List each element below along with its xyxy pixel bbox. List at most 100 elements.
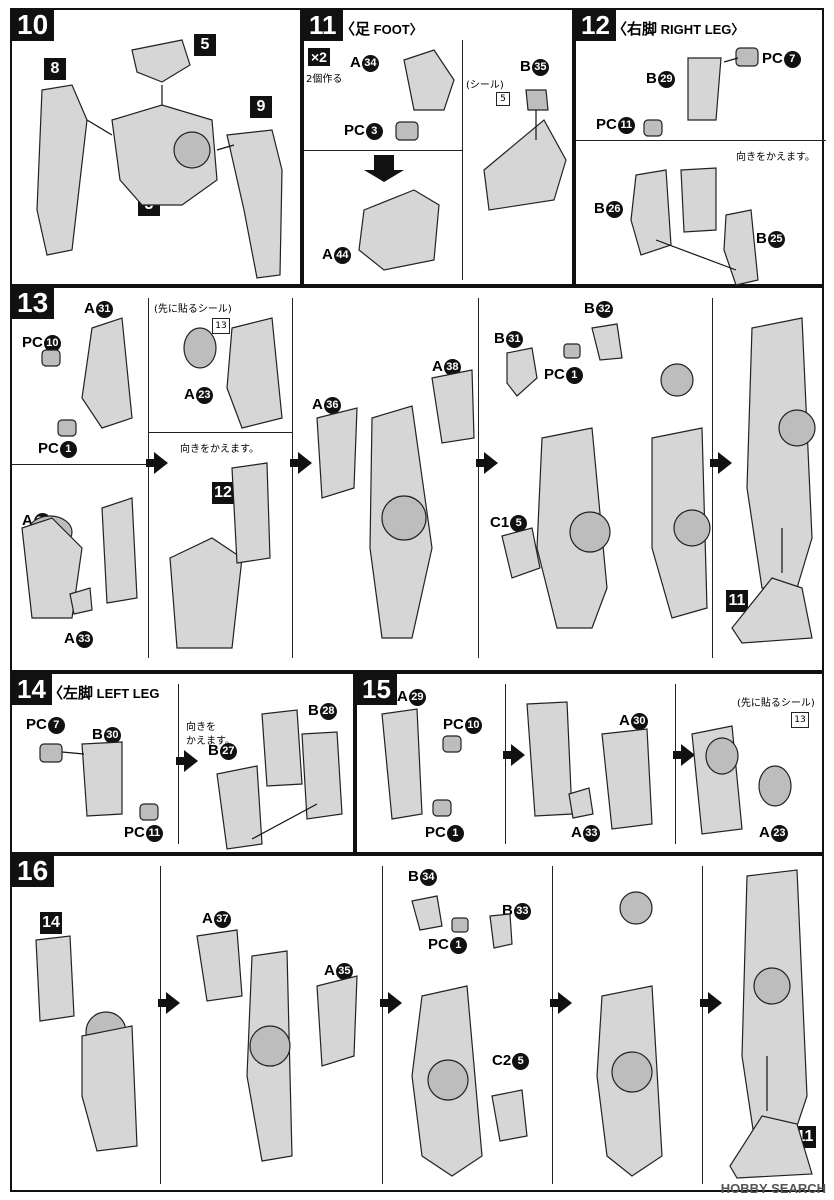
left-leg-assembly-illustration xyxy=(35,869,813,1179)
right-leg-joint-illustration xyxy=(630,47,759,286)
foot-assembly-illustration xyxy=(358,49,567,271)
panel-divider xyxy=(712,298,713,658)
step-number: 12 xyxy=(575,9,616,41)
seal-number-box: 13 xyxy=(791,712,809,728)
panel-divider xyxy=(292,298,293,658)
step-arrow xyxy=(158,992,180,1014)
torso-assembly-illustration xyxy=(36,39,283,279)
ref-part-8: 8 xyxy=(44,58,66,80)
panel-divider xyxy=(478,298,479,658)
step-number: 13 xyxy=(11,287,55,319)
ref-part-9: 9 xyxy=(250,96,272,118)
panel-divider xyxy=(382,866,383,1184)
seal-note: (先に貼るシール) xyxy=(737,698,815,709)
ref-part-5: 5 xyxy=(194,34,216,56)
orientation-note: 向きをかえます。 xyxy=(180,444,259,455)
right-leg-assembly-illustration xyxy=(21,317,816,649)
ref-part-14: 14 xyxy=(40,912,62,934)
panel-divider xyxy=(160,866,161,1184)
orientation-note: 向きをかえます。 xyxy=(736,152,815,163)
panel-divider xyxy=(702,866,703,1184)
step-number: 10 xyxy=(11,9,55,41)
seal-number-box: 5 xyxy=(496,92,510,106)
seal-note: (シール) xyxy=(466,80,504,91)
hobby-search-watermark: HOBBY SEARCH xyxy=(720,1181,826,1196)
panel-divider xyxy=(675,684,676,844)
ref-part-11: 11 xyxy=(726,590,748,612)
step-arrow xyxy=(503,744,525,766)
step-arrow xyxy=(673,744,695,766)
orientation-note-line-1: 向きを xyxy=(186,722,216,733)
panel-divider xyxy=(148,298,149,658)
step-arrow xyxy=(710,452,732,474)
step-number: 14 xyxy=(11,673,52,705)
panel-divider xyxy=(462,40,463,280)
step-number: 11 xyxy=(303,9,343,41)
panel-divider xyxy=(12,464,148,465)
step-title: 〈足 FOOT〉 xyxy=(340,21,423,38)
seal-number-box: 13 xyxy=(212,318,230,334)
panel-divider xyxy=(552,866,553,1184)
step-arrow xyxy=(290,452,312,474)
left-leg-joint-illustration xyxy=(39,709,343,850)
step-number: 16 xyxy=(11,855,55,887)
panel-divider xyxy=(148,432,292,433)
ref-part-12: 12 xyxy=(212,482,234,504)
multiplier-note: 2個作る xyxy=(306,74,343,85)
panel-divider xyxy=(505,684,506,844)
seal-note: (先に貼るシール) xyxy=(154,304,232,315)
multiplier-badge: ×2 xyxy=(308,48,330,66)
step-number: 15 xyxy=(356,673,397,705)
step-arrow xyxy=(380,992,402,1014)
step-title: 〈右脚 RIGHT LEG〉 xyxy=(612,21,745,38)
orientation-note-line-2: かえます。 xyxy=(186,736,235,747)
panel-divider xyxy=(576,140,826,141)
panel-divider xyxy=(304,150,462,151)
step-title: 〈左脚 LEFT LEG xyxy=(48,685,160,702)
left-thigh-assembly-illustration xyxy=(381,701,792,835)
step-arrow xyxy=(146,452,168,474)
step-10-panel: 10 8 5 9 3 xyxy=(10,8,302,286)
step-arrow xyxy=(550,992,572,1014)
